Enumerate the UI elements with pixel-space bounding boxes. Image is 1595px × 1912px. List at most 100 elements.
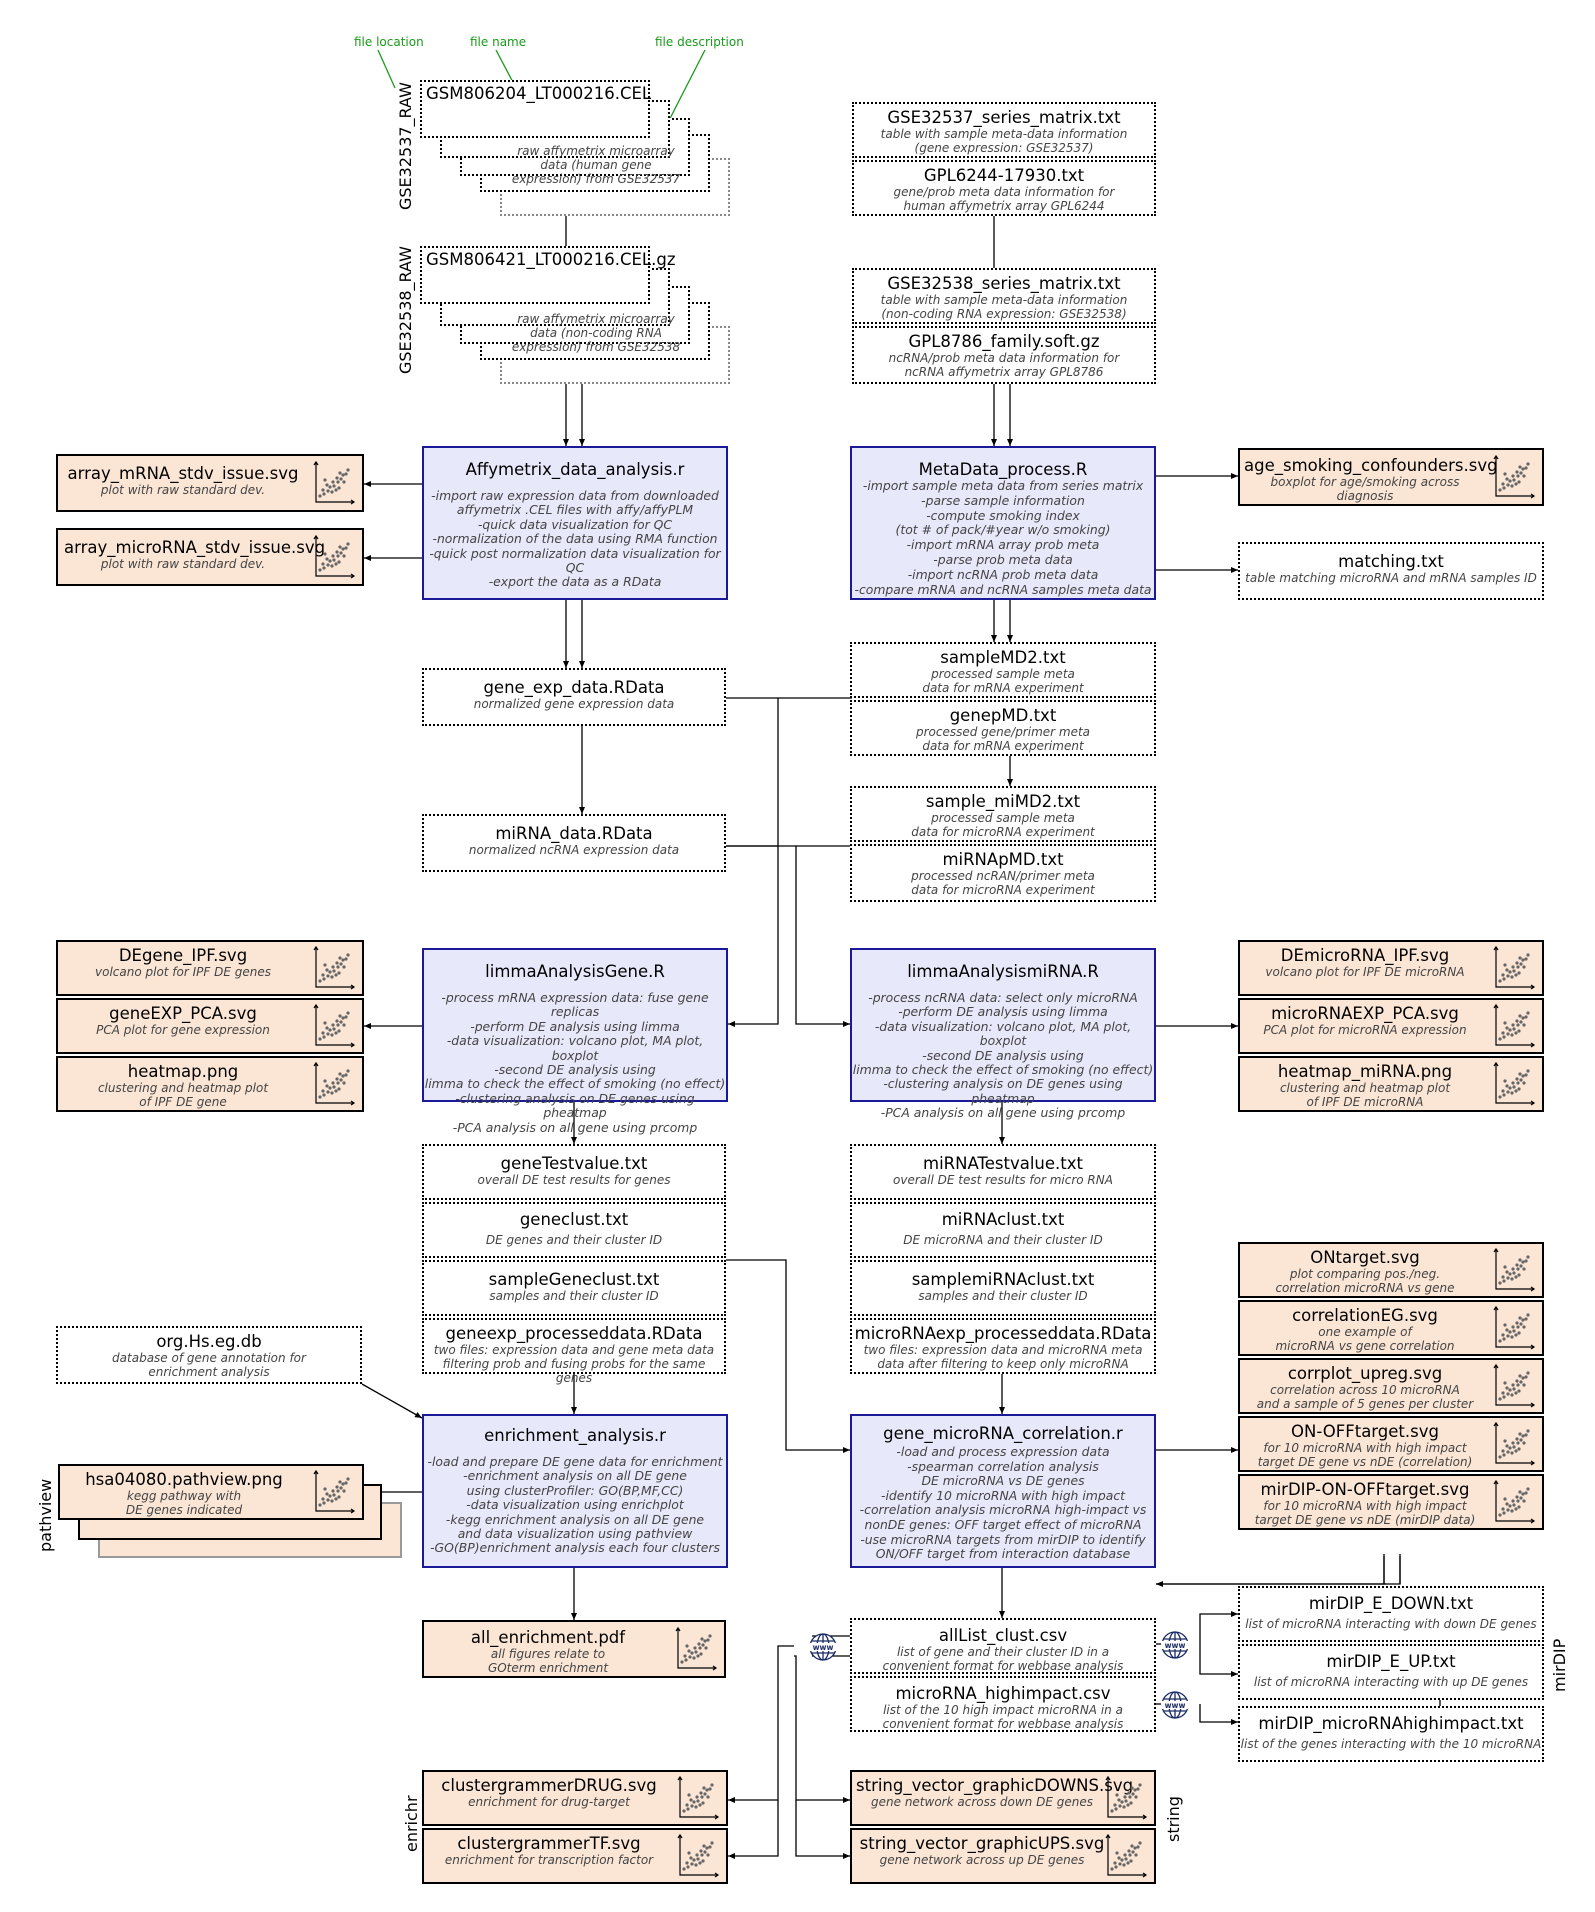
plot-point (325, 483, 329, 487)
image-microrna-pca[interactable]: microRNAEXP_PCA.svg PCA plot for microRN… (1238, 998, 1544, 1054)
plot-point (1503, 472, 1507, 476)
file-samplemd2[interactable]: sampleMD2.txt processed sample meta data… (850, 642, 1156, 698)
plot-point (326, 1090, 330, 1094)
file-gpl6244[interactable]: GPL6244-17930.txt gene/prob meta data in… (852, 160, 1156, 216)
plot-point (346, 542, 350, 546)
plot-point (1506, 1276, 1510, 1280)
file-genetestvalue[interactable]: geneTestvalue.txt overall DE test result… (422, 1144, 726, 1200)
image-demicrorna-ipf[interactable]: DEmicroRNA_IPF.svg volcano plot for IPF … (1238, 940, 1544, 996)
script-affymetrix-data-analysis[interactable]: Affymetrix_data_analysis.r -import raw e… (422, 446, 728, 600)
plot-point (708, 1634, 712, 1638)
file-mirnapmd[interactable]: miRNApMD.txt processed ncRAN/primer meta… (850, 844, 1156, 902)
plot-point (1521, 1318, 1525, 1322)
file-gsm806421[interactable]: GSM806421_LT000216.CEL.gz (420, 246, 675, 304)
plot-point (1512, 478, 1516, 482)
globe-www-icon: www (1161, 1631, 1189, 1659)
plot-point (686, 1807, 690, 1811)
plot-point (1129, 1801, 1133, 1805)
file-gse32537-series-matrix[interactable]: GSE32537_series_matrix.txt table with sa… (852, 102, 1156, 158)
image-geneexp-pca[interactable]: geneEXP_PCA.svg PCA plot for gene expres… (56, 998, 364, 1054)
plot-point (1134, 1853, 1138, 1857)
plot-point (1506, 1032, 1510, 1036)
script-limma-analysis-gene[interactable]: limmaAnalysisGene.R -process mRNA expres… (422, 948, 728, 1134)
image-heatmap-mirna[interactable]: heatmap_miRNA.png clustering and heatmap… (1238, 1056, 1544, 1112)
file-microrna-processeddata[interactable]: microRNAexp_processeddata.RData two file… (850, 1318, 1156, 1374)
file-genepmd[interactable]: genepMD.txt processed gene/primer meta d… (850, 700, 1156, 756)
image-heatmap[interactable]: heatmap.png clustering and heatmap plot … (56, 1056, 364, 1112)
file-mirdip-e-up[interactable]: mirDIP_E_UP.txt list of microRNA interac… (1238, 1644, 1544, 1700)
image-title: hsa04080.pathview.png (85, 1470, 283, 1489)
file-mirnaclust[interactable]: miRNAclust.txt DE microRNA and their clu… (850, 1202, 1156, 1258)
file-alllist-clust[interactable]: allList_clust.csv list of gene and their… (850, 1618, 1156, 1674)
image-desc: PCA plot for microRNA expression (1263, 1023, 1467, 1037)
file-samplemirnaclust[interactable]: samplemiRNAclust.txt samples and their c… (850, 1260, 1156, 1316)
plot-point (322, 492, 326, 496)
plot-axes (675, 1626, 718, 1671)
plot-point (339, 551, 343, 555)
scatter-plot-icon (1493, 1305, 1536, 1350)
plot-point (1501, 1275, 1505, 1279)
plot-axes (1493, 1421, 1536, 1466)
plot-point (344, 546, 348, 550)
file-geneexp-processeddata[interactable]: geneexp_processeddata.RData two files: e… (422, 1318, 726, 1385)
plot-point (1505, 1328, 1509, 1332)
plot-point (1503, 963, 1507, 967)
plot-point (337, 1495, 341, 1499)
plot-point (1512, 1329, 1516, 1333)
plot-point (1515, 1263, 1519, 1267)
image-corrplot-upreg[interactable]: corrplot_upreg.svg correlation across 10… (1238, 1358, 1544, 1414)
file-samplegeneclust[interactable]: sampleGeneclust.txt samples and their cl… (422, 1260, 726, 1316)
plot-point (1505, 968, 1509, 972)
file-geneclust[interactable]: geneclust.txt DE genes and their cluster… (422, 1202, 726, 1258)
image-array-microrna-stdv-issue[interactable]: array_microRNA_stdv_issue.svg plot with … (56, 528, 364, 586)
file-sample-mimd2[interactable]: sample_miMD2.txt processed sample meta d… (850, 786, 1156, 842)
plot-point (1521, 958, 1525, 962)
file-title: gene_exp_data.RData (483, 678, 665, 697)
image-ontarget[interactable]: ONtarget.svg plot comparing pos./neg. co… (1238, 1242, 1544, 1298)
file-matching[interactable]: matching.txt table matching microRNA and… (1238, 542, 1544, 600)
plot-point (700, 1637, 704, 1641)
file-mirnatestvalue[interactable]: miRNATestvalue.txt overall DE test resul… (850, 1144, 1156, 1200)
plot-point (344, 472, 348, 476)
file-desc: processed gene/primer meta data for mRNA… (915, 725, 1091, 754)
image-on-off-target[interactable]: ON-OFFtarget.svg for 10 microRNA with hi… (1238, 1416, 1544, 1472)
plot-point (342, 1023, 346, 1027)
script-title: enrichment_analysis.r (484, 1426, 666, 1445)
file-gene-exp-data[interactable]: gene_exp_data.RData normalized gene expr… (422, 668, 726, 726)
file-gse32538-series-matrix[interactable]: GSE32538_series_matrix.txt table with sa… (852, 268, 1156, 324)
image-clustergrammer-tf[interactable]: clustergrammerTF.svg enrichment for tran… (422, 1828, 728, 1884)
file-mirdip-microrna-highimpact[interactable]: mirDIP_microRNAhighimpact.txt list of th… (1238, 1706, 1544, 1762)
file-gsm806204[interactable]: GSM806204_LT000216.CEL (420, 80, 651, 138)
plot-point (318, 1037, 322, 1041)
plot-point (1518, 1316, 1522, 1320)
file-microrna-highimpact[interactable]: microRNA_highimpact.csv list of the 10 h… (850, 1676, 1156, 1732)
plot-point (1503, 1079, 1507, 1083)
plot-point (1127, 1849, 1131, 1853)
plot-point (710, 1841, 714, 1845)
file-mirdip-e-down[interactable]: mirDIP_E_DOWN.txt list of microRNA inter… (1238, 1586, 1544, 1642)
file-org-hs-eg-db[interactable]: org.Hs.eg.db database of gene annotation… (56, 1326, 362, 1384)
image-hsa04080-pathview[interactable]: hsa04080.pathview.png kegg pathway with … (58, 1464, 364, 1520)
plot-point (336, 554, 340, 558)
image-clustergrammer-drug[interactable]: clustergrammerDRUG.svg enrichment for dr… (422, 1770, 728, 1826)
image-mirdip-on-off-target[interactable]: mirDIP-ON-OFFtarget.svg for 10 microRNA … (1238, 1474, 1544, 1530)
image-string-downs[interactable]: string_vector_graphicDOWNS.svg gene netw… (850, 1770, 1156, 1826)
image-string-ups[interactable]: string_vector_graphicUPS.svg gene networ… (850, 1828, 1156, 1884)
plot-axes (313, 945, 356, 990)
plot-point (328, 1494, 332, 1498)
plot-point (704, 1646, 708, 1650)
image-all-enrichment[interactable]: all_enrichment.pdf all figures relate to… (422, 1620, 726, 1678)
image-desc: clustering and heatmap plot of IPF DE mi… (1279, 1081, 1451, 1110)
image-degene-ipf[interactable]: DEgene_IPF.svg volcano plot for IPF DE g… (56, 940, 364, 996)
script-gene-microrna-correlation[interactable]: gene_microRNA_correlation.r -load and pr… (850, 1414, 1156, 1568)
script-metadata-process[interactable]: MetaData_process.R -import sample meta d… (850, 446, 1156, 600)
file-mirna-data[interactable]: miRNA_data.RData normalized ncRNA expres… (422, 814, 726, 872)
image-age-smoking-confounders[interactable]: age_smoking_confounders.svg boxplot for … (1238, 448, 1544, 506)
group-label-gse32538-raw: GSE32538_RAW (396, 246, 415, 374)
script-limma-analysis-mirna[interactable]: limmaAnalysismiRNA.R -process ncRNA data… (850, 948, 1156, 1120)
plot-point (690, 1804, 694, 1808)
file-gpl8786[interactable]: GPL8786_family.soft.gz ncRNA/prob meta d… (852, 326, 1156, 384)
script-enrichment-analysis[interactable]: enrichment_analysis.r -load and prepare … (422, 1414, 728, 1568)
image-correlationeg[interactable]: correlationEG.svg one example of microRN… (1238, 1300, 1544, 1356)
image-array-mrna-stdv-issue[interactable]: array_mRNA_stdv_issue.svg plot with raw … (56, 454, 364, 512)
